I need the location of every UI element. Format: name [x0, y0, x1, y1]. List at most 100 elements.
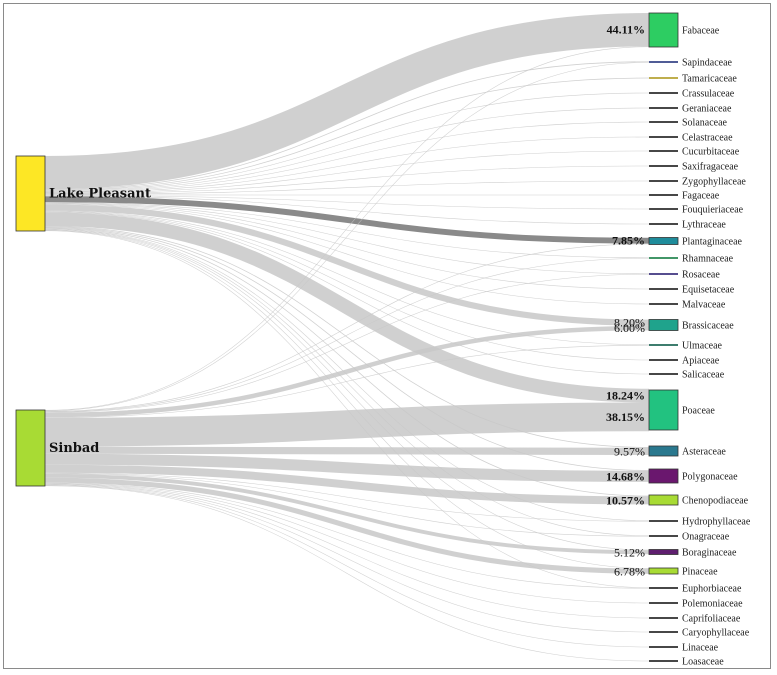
- source-label-lake-pleasant: Lake Pleasant: [49, 187, 151, 202]
- family-node-onagraceae: [649, 535, 678, 537]
- link-lake-pleasant-equisetaceae: [44, 203, 650, 290]
- family-node-fagaceae: [649, 194, 678, 196]
- link-lake-pleasant-rosaceae: [44, 202, 650, 275]
- link-sinbad-plantaginaceae: [44, 243, 650, 412]
- family-node-polemoniaceae: [649, 602, 678, 604]
- family-label-zygophyllaceae: Zygophyllaceae: [682, 177, 746, 188]
- family-label-fouquieriaceae: Fouquieriaceae: [682, 205, 744, 216]
- family-label-polygonaceae: Polygonaceae: [682, 472, 738, 483]
- link-lake-pleasant-ulmaceae: [44, 210, 650, 346]
- family-label-salicaceae: Salicaceae: [682, 370, 725, 381]
- family-node-ulmaceae: [649, 344, 678, 346]
- family-node-equisetaceae: [649, 288, 678, 290]
- link-sinbad-rhamnaceae: [44, 258, 650, 413]
- family-node-boraginaceae: [648, 549, 679, 555]
- pct-label-lake-pleasant-brassicaceae: 8.20%: [614, 316, 645, 330]
- family-label-celastraceae: Celastraceae: [682, 133, 733, 144]
- family-node-linaceae: [649, 646, 678, 648]
- link-lake-pleasant-zygophyllaceae: [44, 180, 650, 195]
- link-sinbad-caprifoliaceae: [44, 483, 650, 619]
- family-node-malvaceae: [649, 303, 678, 305]
- family-node-pinaceae: [648, 567, 679, 575]
- link-lake-pleasant-onagraceae: [44, 228, 650, 537]
- family-label-caryophyllaceae: Caryophyllaceae: [682, 628, 750, 639]
- source-node-lake-pleasant: [15, 155, 46, 232]
- link-lake-pleasant-geraniaceae: [44, 107, 650, 192]
- link-layer: [44, 13, 650, 662]
- link-sinbad-boraginaceae: [44, 473, 650, 555]
- family-label-rhamnaceae: Rhamnaceae: [682, 254, 734, 265]
- family-label-saxifragaceae: Saxifragaceae: [682, 162, 739, 173]
- pct-label-sinbad-polygonaceae: 14.68%: [606, 469, 645, 483]
- link-lake-pleasant-asteraceae: [44, 226, 650, 448]
- link-sinbad-fabaceae: [44, 46, 650, 411]
- link-lake-pleasant-sapindaceae: [44, 61, 650, 191]
- link-sinbad-sapindaceae: [44, 62, 650, 412]
- link-sinbad-onagraceae: [44, 473, 650, 537]
- family-node-geraniaceae: [649, 107, 678, 109]
- link-lake-pleasant-malvaceae: [44, 203, 650, 305]
- family-label-brassicaceae: Brassicaceae: [682, 321, 734, 332]
- link-sinbad-pinaceae: [44, 477, 650, 574]
- family-label-lythraceae: Lythraceae: [682, 220, 726, 231]
- link-sinbad-hydrophyllaceae: [44, 472, 650, 522]
- family-node-celastraceae: [649, 136, 678, 138]
- family-node-fabaceae: [648, 12, 679, 48]
- pct-label-sinbad-asteraceae: 9.57%: [614, 444, 645, 458]
- family-label-cucurbitaceae: Cucurbitaceae: [682, 147, 740, 158]
- family-node-zygophyllaceae: [649, 180, 678, 182]
- link-sinbad-brassicaceae: [44, 325, 650, 418]
- family-node-caryophyllaceae: [649, 631, 678, 633]
- family-label-asteraceae: Asteraceae: [682, 447, 726, 458]
- family-node-apiaceae: [649, 359, 678, 361]
- node-layer: [15, 12, 679, 662]
- family-node-euphorbiaceae: [649, 587, 678, 589]
- family-node-sapindaceae: [649, 61, 678, 63]
- family-node-fouquieriaceae: [649, 208, 678, 210]
- source-label-sinbad: Sinbad: [49, 441, 99, 456]
- link-lake-pleasant-pinaceae: [44, 229, 650, 569]
- pct-label-sinbad-poaceae: 38.15%: [606, 410, 645, 424]
- link-sinbad-loasaceae: [44, 485, 650, 662]
- family-node-rhamnaceae: [649, 257, 678, 259]
- link-lake-pleasant-chenopodiaceae: [44, 227, 650, 497]
- pct-label-lake-pleasant-poaceae: 18.24%: [606, 389, 645, 403]
- link-sinbad-rosaceae: [44, 274, 650, 413]
- family-label-onagraceae: Onagraceae: [682, 532, 730, 543]
- family-label-apiaceae: Apiaceae: [682, 356, 720, 367]
- link-lake-pleasant-crassulaceae: [44, 92, 650, 192]
- link-lake-pleasant-plantaginaceae: [44, 196, 650, 244]
- link-lake-pleasant-solanaceae: [44, 121, 650, 193]
- family-label-solanaceae: Solanaceae: [682, 118, 728, 129]
- family-node-tamaricaceae: [649, 77, 678, 79]
- pct-label-lake-pleasant-plantaginaceae: 7.85%: [612, 234, 645, 248]
- family-node-asteraceae: [648, 445, 679, 457]
- link-lake-pleasant-lythraceae: [44, 195, 650, 225]
- family-label-tamaricaceae: Tamaricaceae: [682, 74, 737, 85]
- link-sinbad-caryophyllaceae: [44, 484, 650, 633]
- pct-label-sinbad-chenopodiaceae: 10.57%: [606, 493, 645, 507]
- family-label-boraginaceae: Boraginaceae: [682, 548, 737, 559]
- link-lake-pleasant-celastraceae: [44, 136, 650, 194]
- link-lake-pleasant-euphorbiaceae: [44, 230, 650, 589]
- family-node-poaceae: [648, 389, 679, 431]
- link-lake-pleasant-poaceae: [44, 212, 650, 403]
- family-label-pinaceae: Pinaceae: [682, 567, 718, 578]
- family-node-solanaceae: [649, 121, 678, 123]
- link-lake-pleasant-hydrophyllaceae: [44, 228, 650, 522]
- link-lake-pleasant-cucurbitaceae: [44, 150, 650, 194]
- family-label-polemoniaceae: Polemoniaceae: [682, 599, 743, 610]
- family-node-loasaceae: [649, 660, 678, 662]
- family-node-brassicaceae: [648, 319, 679, 331]
- link-sinbad-polemoniaceae: [44, 483, 650, 604]
- family-node-saxifragaceae: [649, 165, 678, 167]
- family-node-hydrophyllaceae: [649, 520, 678, 522]
- family-label-rosaceae: Rosaceae: [682, 270, 720, 281]
- family-node-crassulaceae: [649, 92, 678, 94]
- link-lake-pleasant-salicaceae: [44, 211, 650, 375]
- family-node-polygonaceae: [648, 468, 679, 484]
- family-label-fabaceae: Fabaceae: [682, 26, 720, 37]
- link-lake-pleasant-polygonaceae: [44, 226, 650, 471]
- link-sinbad-chenopodiaceae: [44, 464, 650, 505]
